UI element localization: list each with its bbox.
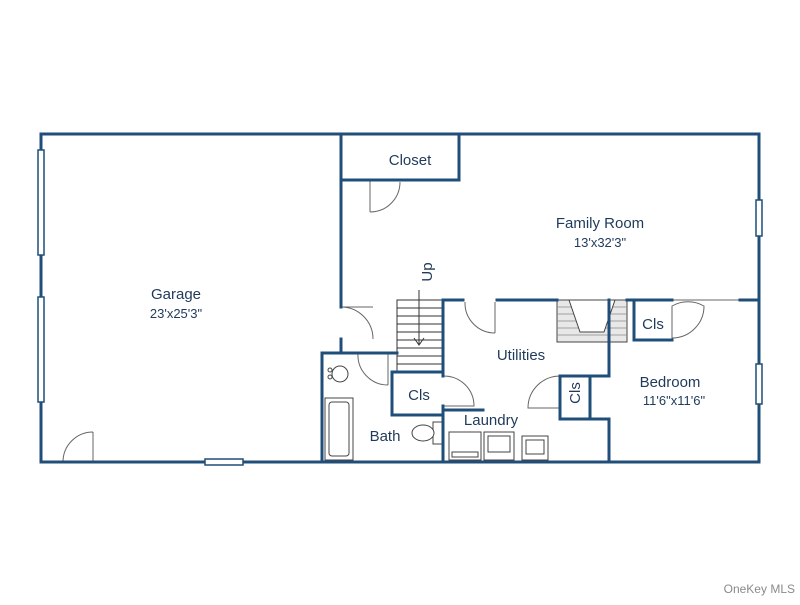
sink-tap-2 bbox=[327, 374, 333, 380]
windows bbox=[37, 149, 763, 466]
washer-panel bbox=[451, 451, 479, 458]
bedroom-label: Bedroom bbox=[640, 374, 701, 391]
fireplace-firebox bbox=[568, 299, 616, 333]
stair-arrow bbox=[413, 290, 425, 346]
family-window bbox=[755, 199, 763, 237]
watermark: OneKey MLS bbox=[724, 582, 795, 596]
family-room-label: Family Room bbox=[556, 215, 644, 232]
stair-cls-label: Cls bbox=[408, 387, 430, 404]
dryer-door bbox=[487, 435, 511, 453]
bath-sink bbox=[331, 365, 349, 383]
bedroom-dims: 11'6"x11'6" bbox=[643, 393, 706, 408]
utilities-door-swing bbox=[464, 301, 496, 334]
stair-cls-wall bbox=[390, 370, 445, 417]
stair-door-swing bbox=[340, 306, 374, 340]
bath-wall bbox=[320, 351, 399, 464]
laundry-door-swing bbox=[443, 375, 475, 407]
laundry-sink-basin bbox=[525, 439, 545, 455]
laundry-fixtures bbox=[448, 431, 549, 461]
closet-label: Closet bbox=[389, 152, 432, 169]
bath-label: Bath bbox=[370, 428, 401, 445]
bathtub-basin bbox=[328, 401, 350, 457]
garage-door-swing bbox=[62, 431, 94, 463]
garage-window-lower bbox=[37, 296, 45, 403]
fireplace bbox=[556, 299, 628, 343]
stairs-up-label: Up bbox=[419, 262, 436, 281]
laundry-label: Laundry bbox=[464, 412, 519, 429]
bath-fixtures bbox=[324, 365, 444, 461]
garage-label: Garage bbox=[151, 286, 201, 303]
family-room-dims: 13'x32'3" bbox=[574, 235, 627, 250]
vertical-cls-label: Cls bbox=[567, 382, 584, 404]
utilities-label: Utilities bbox=[497, 347, 545, 364]
garage-window-bottom bbox=[204, 458, 244, 466]
closet-wall bbox=[339, 132, 461, 182]
family-cls-wall bbox=[632, 298, 674, 342]
family-cls-door-swing bbox=[671, 301, 705, 339]
sink-tap-1 bbox=[327, 367, 333, 373]
garage-window-upper bbox=[37, 149, 45, 256]
garage-dims: 23'x25'3" bbox=[150, 306, 203, 321]
closet-door-swing bbox=[369, 179, 401, 213]
family-cls-label: Cls bbox=[642, 316, 664, 333]
cls-door-swing bbox=[527, 375, 561, 409]
bedroom-west-wall bbox=[558, 298, 611, 464]
toilet-bowl bbox=[411, 424, 435, 442]
bath-door-swing bbox=[357, 352, 389, 386]
door-swings bbox=[62, 179, 740, 463]
staircase bbox=[396, 290, 443, 373]
bedroom-window bbox=[755, 363, 763, 405]
